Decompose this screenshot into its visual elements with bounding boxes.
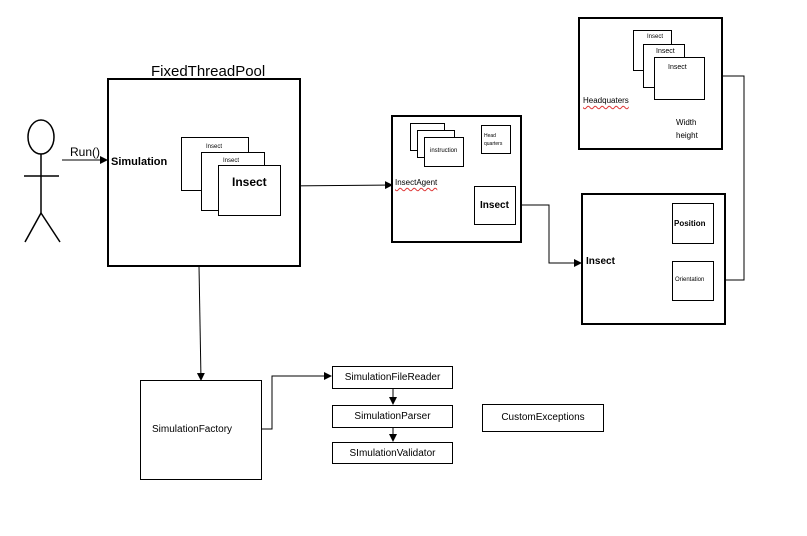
headquarters-label: Headquaters — [583, 96, 629, 105]
insect-card-label: Insect — [206, 144, 223, 150]
validator-box: SImulationValidator — [332, 442, 453, 464]
validator-label: SImulationValidator — [349, 448, 436, 459]
position-box: Position — [672, 203, 714, 244]
file-reader-box: SimulationFileReader — [332, 366, 453, 389]
hq-insect-card-label: Insect — [656, 48, 675, 55]
headquarters-dims-label: Width height — [676, 118, 698, 140]
instruction-card-front: instruction — [424, 137, 464, 167]
position-label: Position — [674, 219, 706, 228]
agent-headquarters-label: Head quarters — [484, 133, 503, 147]
hq-insect-card-front: Insect — [654, 57, 705, 100]
parser-label: SimulationParser — [354, 411, 431, 422]
orientation-box: Orientation — [672, 261, 714, 301]
run-label: Run() — [70, 145, 101, 159]
agent-headquarters-box: Head quarters — [481, 125, 511, 154]
insect-card-label: Insect — [223, 158, 240, 164]
simulation-label: Simulation — [111, 156, 168, 168]
hq-insect-card-label: Insect — [647, 34, 664, 40]
instruction-label: instruction — [430, 148, 458, 154]
custom-exceptions-box: CustomExceptions — [482, 404, 604, 432]
custom-exceptions-label: CustomExceptions — [501, 412, 585, 423]
insect-label: Insect — [586, 256, 615, 267]
factory-to-reader-arrow — [262, 372, 332, 430]
simulation-factory-label: SimulationFactory — [152, 424, 233, 435]
simulation-factory-box: SimulationFactory — [140, 380, 262, 480]
insect-agent-label: InsectAgent — [395, 178, 438, 187]
parser-box: SimulationParser — [332, 405, 453, 428]
stick-figure-actor — [24, 119, 61, 243]
agent-insect-box: Insect — [474, 186, 516, 225]
pool-to-factory-arrow — [196, 265, 205, 381]
file-reader-label: SimulationFileReader — [344, 372, 441, 383]
orientation-label: Orientation — [675, 277, 705, 283]
hq-insect-card-label: Insect — [668, 64, 687, 71]
thread-pool-title: FixedThreadPool — [151, 63, 266, 80]
agent-to-insect-arrow — [516, 204, 582, 267]
insect-card-label: Insect — [232, 175, 267, 189]
hq-to-orientation-arrow — [705, 75, 745, 284]
insect-card-front: Insect — [218, 165, 281, 216]
agent-insect-label: Insect — [480, 200, 509, 211]
